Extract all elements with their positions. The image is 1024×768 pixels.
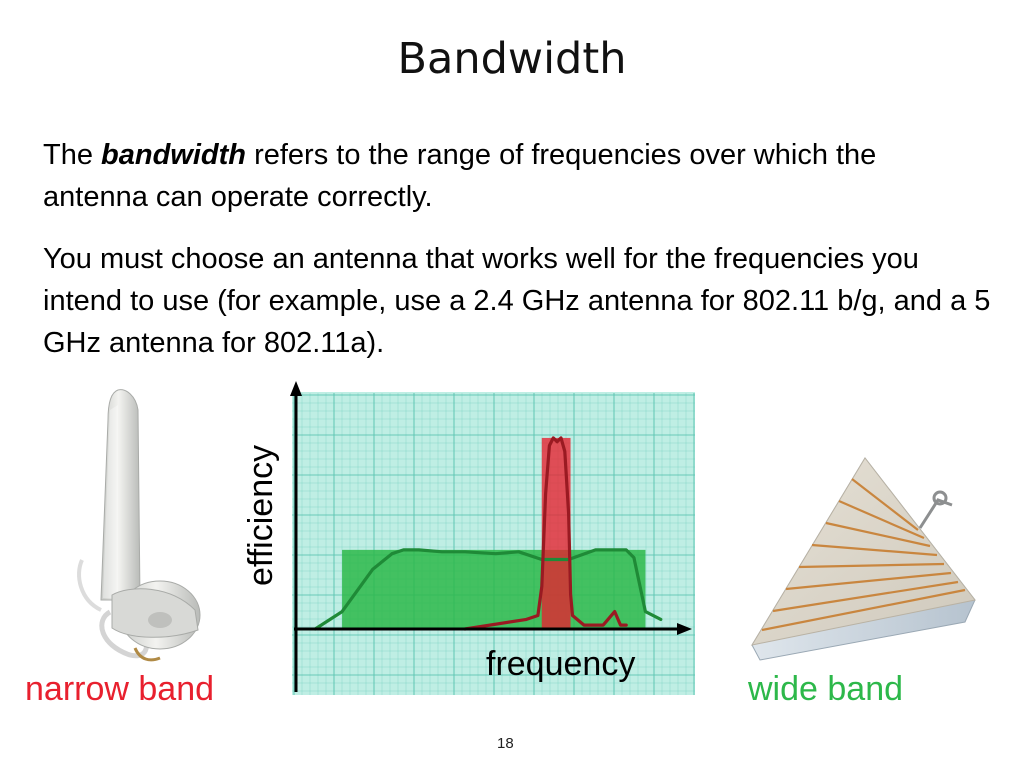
y-axis-arrow-icon xyxy=(290,381,302,396)
x-axis-arrow-icon xyxy=(677,623,692,635)
paragraph-definition: The bandwidth refers to the range of fre… xyxy=(43,134,983,218)
caption-wide-band: wide band xyxy=(748,670,904,708)
wide-band-antenna-illustration xyxy=(750,457,976,661)
y-axis-label: efficiency xyxy=(242,445,280,586)
slide-title: Bandwidth xyxy=(397,34,627,84)
chart-series xyxy=(313,436,663,631)
caption-narrow-band: narrow band xyxy=(25,670,215,708)
narrow-efficiency-curve xyxy=(463,436,628,631)
x-axis-label: frequency xyxy=(486,645,635,683)
paragraph-advice: You must choose an antenna that works we… xyxy=(43,243,991,359)
paragraph-definition-before: The xyxy=(43,139,102,171)
page-number: 18 xyxy=(497,735,514,752)
bandwidth-term: bandwidth xyxy=(101,139,247,171)
paragraph-definition-after: refers to the range of frequencies over … xyxy=(43,139,877,213)
wide-efficiency-curve xyxy=(313,548,663,631)
wide-band-region xyxy=(342,549,646,629)
chart-axes xyxy=(290,381,692,692)
narrow-band-antenna-illustration xyxy=(77,389,201,662)
chart-grid-major xyxy=(292,393,695,695)
efficiency-frequency-chart: efficiency frequency xyxy=(242,381,695,695)
